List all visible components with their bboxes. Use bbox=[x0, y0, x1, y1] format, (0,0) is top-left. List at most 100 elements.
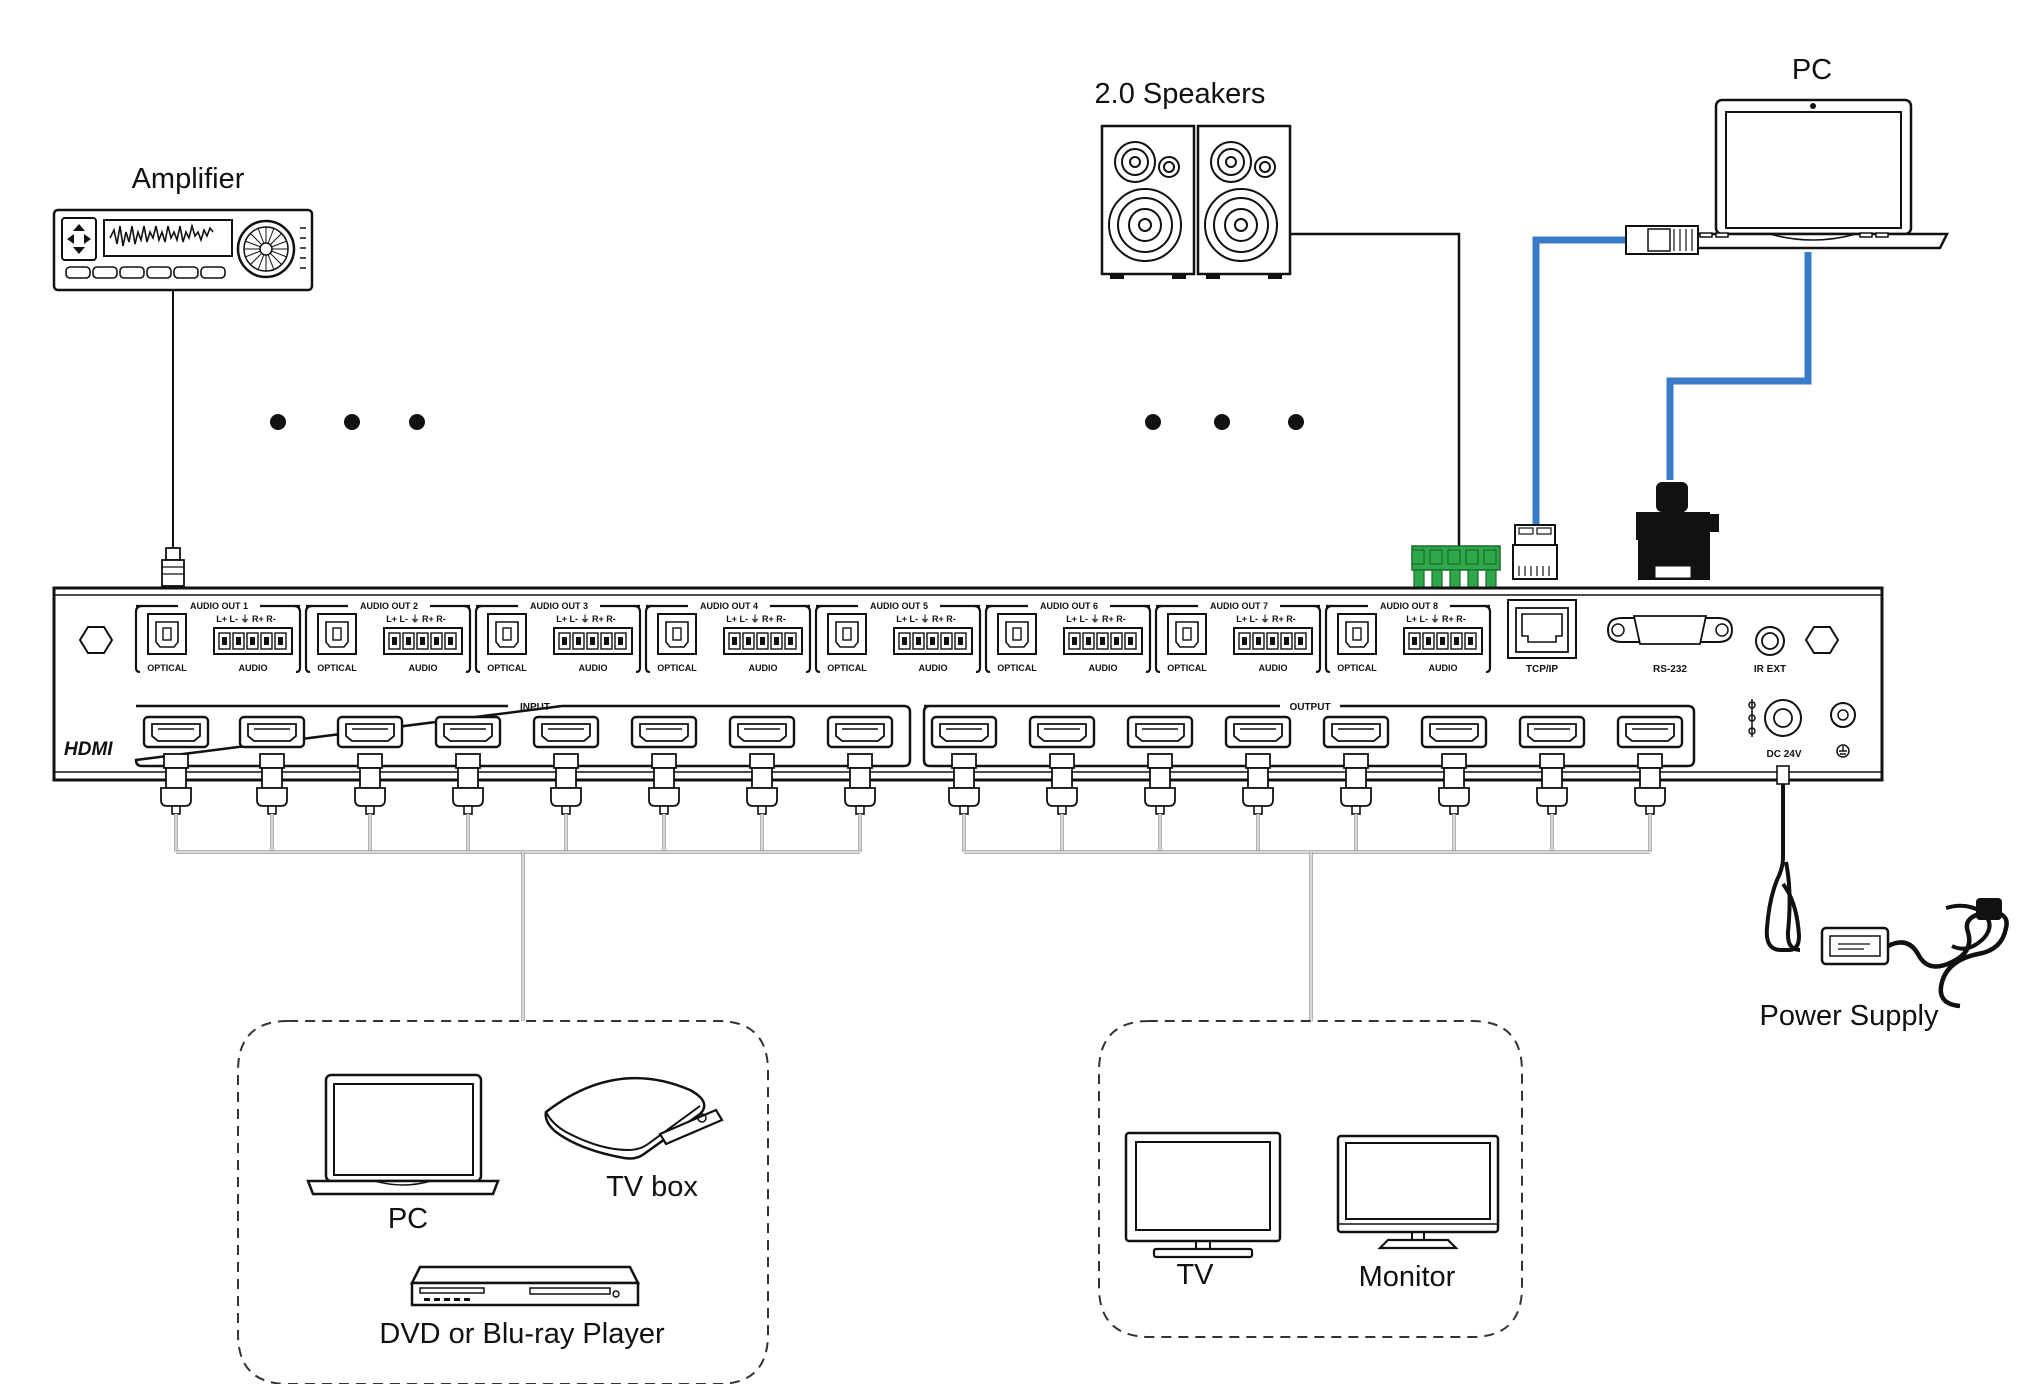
audio-out-title: AUDIO OUT 1 bbox=[190, 601, 248, 611]
hdmi-plug bbox=[256, 753, 288, 815]
optical-label: OPTICAL bbox=[1337, 663, 1377, 673]
hdmi-plug bbox=[1046, 753, 1078, 815]
audio-out-group: AUDIO OUT 6 OPTICAL L+ L- ⏚ R+ R- AUDIO bbox=[984, 601, 1152, 674]
input-hdmi-port bbox=[532, 715, 600, 749]
dc-power-port: DC 24V bbox=[1748, 699, 1802, 760]
audio-out-title: AUDIO OUT 6 bbox=[1040, 601, 1098, 611]
source-pc-label: PC bbox=[388, 1203, 428, 1235]
power-cable bbox=[1764, 765, 2009, 1009]
audio-out-group: AUDIO OUT 1 OPTICAL L+ L- ⏚ R+ R- AUDIO bbox=[134, 601, 302, 674]
input-label: INPUT bbox=[520, 702, 550, 713]
hdmi-plug bbox=[1536, 753, 1568, 815]
input-hdmi-port bbox=[826, 715, 894, 749]
input-hdmi-port bbox=[630, 715, 698, 749]
optical-label: OPTICAL bbox=[317, 663, 357, 673]
audio-pin-labels: L+ L- ⏚ R+ R- bbox=[1236, 614, 1296, 624]
tcpip-label: TCP/IP bbox=[1526, 664, 1559, 675]
hdmi-plug bbox=[452, 753, 484, 815]
optical-label: OPTICAL bbox=[997, 663, 1037, 673]
audio-out-title: AUDIO OUT 3 bbox=[530, 601, 588, 611]
hdmi-plug bbox=[550, 753, 582, 815]
rs232-port: RS-232 bbox=[1606, 615, 1734, 675]
output-label: OUTPUT bbox=[1289, 702, 1330, 713]
ellipsis-right bbox=[1145, 414, 1304, 430]
dvd-label: DVD or Blu-ray Player bbox=[379, 1318, 665, 1350]
hdmi-plug bbox=[1438, 753, 1470, 815]
power-supply-label: Power Supply bbox=[1760, 1000, 1939, 1032]
tv-box-device bbox=[544, 1076, 724, 1160]
hdmi-plug bbox=[1340, 753, 1372, 815]
audio-out-title: AUDIO OUT 7 bbox=[1210, 601, 1268, 611]
audio-label: AUDIO bbox=[239, 663, 268, 673]
optical-label: OPTICAL bbox=[657, 663, 697, 673]
output-hdmi-port bbox=[930, 715, 998, 749]
optical-label: OPTICAL bbox=[827, 663, 867, 673]
audio-label: AUDIO bbox=[409, 663, 438, 673]
audio-terminal-plug bbox=[1411, 545, 1501, 595]
hdmi-plug bbox=[354, 753, 386, 815]
ellipsis-left bbox=[270, 414, 425, 430]
tv-box-label: TV box bbox=[606, 1171, 698, 1203]
output-hdmi-port bbox=[1028, 715, 1096, 749]
input-hdmi-port bbox=[728, 715, 796, 749]
hdmi-logo: HDMI bbox=[64, 739, 113, 760]
hdmi-plug bbox=[648, 753, 680, 815]
pc-top-label: PC bbox=[1792, 54, 1832, 86]
hdmi-cable-bus bbox=[174, 814, 862, 1021]
source-pc-laptop bbox=[306, 1073, 500, 1196]
amplifier-label: Amplifier bbox=[132, 163, 245, 195]
tv-label: TV bbox=[1176, 1259, 1214, 1291]
monitor-label: Monitor bbox=[1359, 1261, 1456, 1293]
display-devices-group: TV Monitor bbox=[1098, 1020, 1523, 1338]
hdmi-plug bbox=[746, 753, 778, 815]
optical-label: OPTICAL bbox=[487, 663, 527, 673]
dvd-player-device bbox=[409, 1265, 641, 1307]
audio-pin-labels: L+ L- ⏚ R+ R- bbox=[556, 614, 616, 624]
audio-label: AUDIO bbox=[749, 663, 778, 673]
amplifier-device bbox=[52, 208, 314, 292]
input-hdmi-port bbox=[336, 715, 404, 749]
input-hdmi-port bbox=[434, 715, 502, 749]
audio-pin-labels: L+ L- ⏚ R+ R- bbox=[726, 614, 786, 624]
tv-device bbox=[1124, 1131, 1282, 1259]
speakers-label: 2.0 Speakers bbox=[1095, 78, 1266, 110]
input-bracket: INPUT bbox=[134, 702, 912, 768]
audio-label: AUDIO bbox=[1089, 663, 1118, 673]
output-hdmi-port bbox=[1224, 715, 1292, 749]
audio-pin-labels: L+ L- ⏚ R+ R- bbox=[216, 614, 276, 624]
audio-pin-labels: L+ L- ⏚ R+ R- bbox=[1066, 614, 1126, 624]
audio-label: AUDIO bbox=[1429, 663, 1458, 673]
hdmi-plug bbox=[844, 753, 876, 815]
output-hdmi-port bbox=[1322, 715, 1390, 749]
audio-out-title: AUDIO OUT 8 bbox=[1380, 601, 1438, 611]
amplifier-cable bbox=[161, 290, 185, 587]
audio-label: AUDIO bbox=[579, 663, 608, 673]
tcpip-port: TCP/IP bbox=[1507, 599, 1577, 675]
output-hdmi-port bbox=[1420, 715, 1488, 749]
ir-ext-label: IR EXT bbox=[1754, 664, 1786, 675]
output-hdmi-port bbox=[1518, 715, 1586, 749]
hdmi-cable-bus bbox=[962, 814, 1652, 1021]
hdmi-plug bbox=[1242, 753, 1274, 815]
serial-cable bbox=[1636, 252, 1812, 580]
pc-laptop-top bbox=[1677, 98, 1950, 250]
ground-terminal bbox=[1830, 702, 1856, 758]
output-hdmi-port bbox=[1616, 715, 1684, 749]
audio-label: AUDIO bbox=[919, 663, 948, 673]
monitor-device bbox=[1336, 1134, 1500, 1250]
input-hdmi-port bbox=[238, 715, 306, 749]
ir-ext-port: IR EXT bbox=[1754, 626, 1786, 675]
audio-pin-labels: L+ L- ⏚ R+ R- bbox=[1406, 614, 1466, 624]
optical-label: OPTICAL bbox=[147, 663, 187, 673]
audio-out-title: AUDIO OUT 4 bbox=[700, 601, 758, 611]
network-cable bbox=[1512, 225, 1699, 580]
speaker-cable bbox=[1290, 232, 1461, 548]
output-hdmi-port bbox=[1126, 715, 1194, 749]
audio-out-group: AUDIO OUT 4 OPTICAL L+ L- ⏚ R+ R- AUDIO bbox=[644, 601, 812, 674]
dc-label: DC 24V bbox=[1766, 749, 1801, 760]
rs232-label: RS-232 bbox=[1653, 664, 1687, 675]
